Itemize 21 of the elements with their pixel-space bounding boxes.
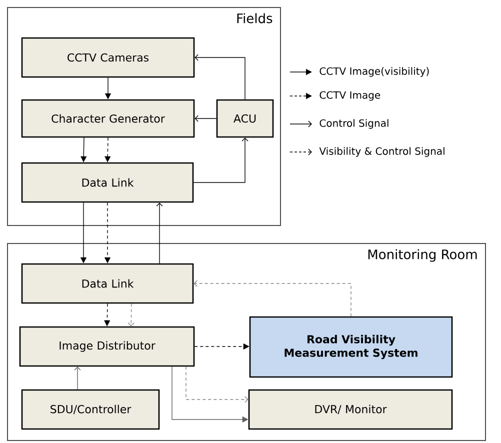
- process-box: Data Link: [21, 162, 194, 203]
- arrow: [193, 138, 248, 183]
- arrow: [128, 303, 134, 326]
- process-box: CCTV Cameras: [21, 37, 195, 78]
- legend-text: CCTV Image(visibility): [320, 67, 429, 77]
- legend-text: Control Signal: [320, 119, 388, 129]
- legend-text: Visibility & Control Signal: [319, 147, 444, 157]
- process-box: Data Link: [21, 263, 194, 304]
- arrow: [194, 280, 352, 317]
- legend-text: CCTV Image: [320, 91, 380, 101]
- arrow: [186, 366, 248, 403]
- process-box: Image Distributor: [19, 326, 195, 367]
- arrow: [194, 54, 246, 100]
- arrow: [74, 366, 81, 390]
- process-box: Character Generator: [21, 99, 195, 138]
- control-unit-box: ACU: [216, 99, 274, 138]
- system-box: Road Visibility Measurement System: [249, 316, 453, 378]
- process-box: SDU/Controller: [21, 389, 160, 430]
- arrow: [194, 115, 217, 122]
- arrow: [156, 202, 163, 264]
- process-box: DVR/ Monitor: [248, 389, 453, 430]
